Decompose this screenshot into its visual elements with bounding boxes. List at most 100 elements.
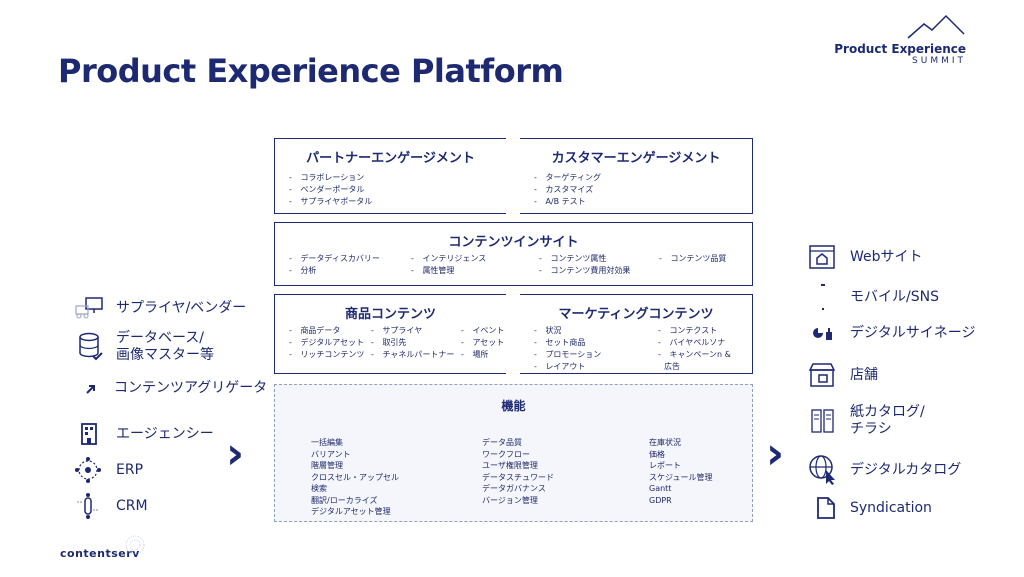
list-item: コンテンツ属性 xyxy=(539,253,630,265)
brand-line1: Product Experience xyxy=(834,42,966,56)
list-item: Gantt xyxy=(649,484,672,493)
partner-engagement-box: パートナーエンゲージメント コラボレーション ベンダーポータル サプライヤポータ… xyxy=(274,138,506,214)
list-item: 分析 xyxy=(289,265,380,277)
content-insight-box: コンテンツインサイト データディスカバリー 分析 インテリジェンス 属性管理 コ… xyxy=(274,222,753,286)
list-item: 翻訳/ローカライズ xyxy=(311,495,378,505)
mountain-icon xyxy=(907,14,965,39)
content-insight-title: コンテンツインサイト xyxy=(448,235,579,250)
brand-line2: SUMMIT xyxy=(912,56,966,66)
functions-title: 機能 xyxy=(501,399,526,413)
list-item: データディスカバリー xyxy=(289,253,379,265)
list-item: ワークフロー xyxy=(482,449,530,459)
list-item: セット商品 xyxy=(534,337,601,349)
network-icon xyxy=(75,457,101,483)
mobile-icon xyxy=(821,284,825,310)
source-item: データベース/ 画像マスター等 xyxy=(78,330,214,364)
list-item: クロスセル・アップセル xyxy=(311,472,399,482)
chevron-right-icon: › xyxy=(766,428,785,479)
customer-engagement-box: カスタマーエンゲージメント ターゲティング カスタマイズ A/B テスト xyxy=(520,138,753,214)
list-item: 属性管理 xyxy=(411,265,486,277)
arrow-out-icon xyxy=(86,384,95,394)
product-content-title: 商品コンテンツ xyxy=(344,307,436,322)
list-item: バリアント xyxy=(311,449,351,459)
signage-icon xyxy=(813,327,832,340)
list-item: ターゲティング xyxy=(534,172,752,184)
building-icon xyxy=(81,423,97,445)
output-item: 紙カタログ/ チラシ xyxy=(810,404,925,438)
output-label: デジタルサイネージ xyxy=(850,325,976,341)
list-item: 状況 xyxy=(534,325,601,337)
list-item: 階層管理 xyxy=(311,461,343,470)
output-label: Syndication xyxy=(850,499,932,516)
output-label: 店舗 xyxy=(850,366,878,383)
list-item: コンテンツ品質 xyxy=(659,253,726,265)
list-item: サプライヤ xyxy=(371,325,454,337)
list-item: 価格 xyxy=(649,449,665,459)
list-item: 場所 xyxy=(461,349,504,361)
list-item: キャンペーンn & xyxy=(658,349,730,361)
list-item: 一括編集 xyxy=(311,438,343,447)
list-item: デジタルアセット管理 xyxy=(311,507,391,516)
list-item: A/B テスト xyxy=(534,196,752,208)
list-item: サプライヤポータル xyxy=(289,196,506,208)
list-item: コンテクスト xyxy=(658,325,731,337)
globe-click-icon xyxy=(809,455,835,485)
store-icon xyxy=(808,363,836,387)
source-item: コンテンツアグリゲータ xyxy=(84,380,267,397)
crm-icon xyxy=(77,493,99,519)
list-item: レイアウト xyxy=(534,361,601,373)
output-item: Webサイト xyxy=(808,244,923,270)
list-item: データガバナンス xyxy=(482,484,546,493)
list-item: コンテンツ費用対効果 xyxy=(539,265,630,277)
output-label: 紙カタログ/ チラシ xyxy=(850,404,925,437)
list-item: リッチコンテンツ xyxy=(289,349,364,361)
list-item: バージョン管理 xyxy=(482,495,538,505)
source-item: CRM xyxy=(74,492,148,520)
list-item: プロモーション xyxy=(534,349,601,361)
contentserv-logo: contentserv xyxy=(60,547,140,560)
document-icon xyxy=(817,497,835,519)
source-label: データベース/ 画像マスター等 xyxy=(116,330,214,363)
output-label: デジタルカタログ xyxy=(850,461,962,478)
output-label: Webサイト xyxy=(850,248,923,265)
list-item: ユーザ権限管理 xyxy=(482,461,538,470)
chevron-right-icon: › xyxy=(226,428,245,479)
summit-logo: Product Experience SUMMIT xyxy=(834,14,966,68)
source-label: ERP xyxy=(116,461,144,478)
source-item: エージェンシー xyxy=(80,422,214,446)
list-item: バイヤペルソナ xyxy=(658,337,731,349)
product-content-box: 商品コンテンツ 商品データ デジタルアセット リッチコンテンツ サプライヤ 取引… xyxy=(274,294,506,374)
contentserv-logo-text: contentserv xyxy=(60,547,140,560)
list-item: イベント xyxy=(461,325,504,337)
catalog-icon xyxy=(811,409,834,433)
output-label: モバイル/SNS xyxy=(850,288,939,305)
swirl-logo-icon xyxy=(125,535,145,555)
list-item: GDPR xyxy=(649,495,672,505)
source-label: サプライヤ/ベンダー xyxy=(116,299,247,316)
source-label: CRM xyxy=(116,497,148,514)
web-icon xyxy=(809,245,835,269)
list-item: カスタマイズ xyxy=(534,184,752,196)
list-item: スケジュール管理 xyxy=(649,472,713,482)
customer-engagement-title: カスタマーエンゲージメント xyxy=(551,151,721,166)
source-label: コンテンツアグリゲータ xyxy=(114,380,268,396)
partner-engagement-title: パートナーエンゲージメント xyxy=(306,151,475,166)
output-item: 店舗 xyxy=(808,362,878,388)
output-item: モバイル/SNS xyxy=(818,282,939,312)
source-item: ERP xyxy=(74,456,143,484)
page-title: Product Experience Platform xyxy=(58,52,564,90)
database-icon xyxy=(79,332,103,361)
list-item: データ品質 xyxy=(482,438,522,447)
output-item: デジタルサイネージ xyxy=(812,325,975,342)
list-item: 商品データ xyxy=(289,325,364,337)
list-item: ベンダーポータル xyxy=(289,184,506,196)
list-item: 検索 xyxy=(311,484,327,493)
list-item: 在庫状況 xyxy=(649,438,681,447)
list-item: インテリジェンス xyxy=(411,253,486,265)
marketing-content-title: マーケティングコンテンツ xyxy=(558,307,714,322)
marketing-content-box: マーケティングコンテンツ 状況 セット商品 プロモーション レイアウト コンテク… xyxy=(520,294,753,374)
functions-box: 機能 一括編集 バリアント 階層管理 クロスセル・アップセル 検索 翻訳/ローカ… xyxy=(274,384,753,522)
output-item: デジタルカタログ xyxy=(808,454,961,486)
list-item: コラボレーション xyxy=(289,172,506,184)
list-item: チャネルパートナー xyxy=(371,349,454,361)
